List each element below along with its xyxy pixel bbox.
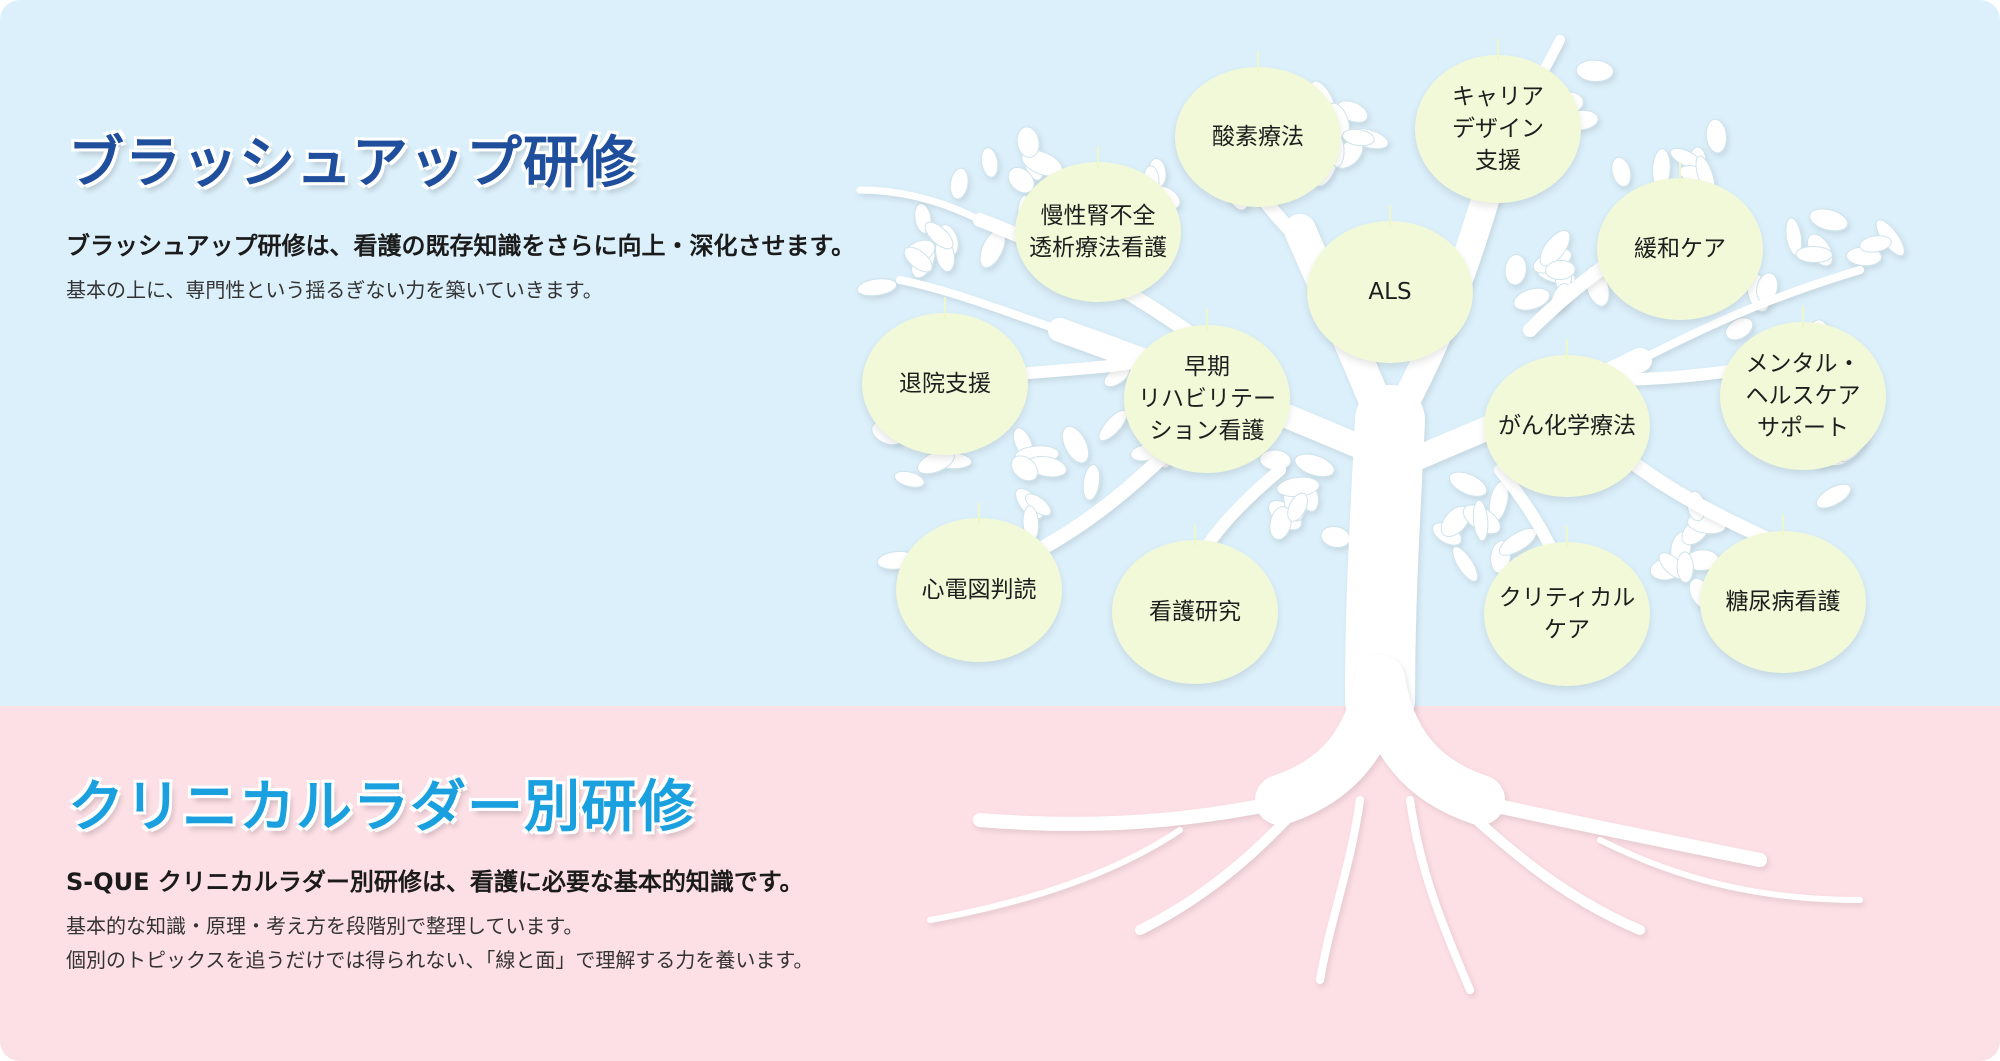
fruit-palliative-care[interactable]: 緩和ケア bbox=[1597, 178, 1763, 320]
leaf bbox=[924, 221, 954, 250]
clinical-ladder-description-1: 基本的な知識・原理・考え方を段階別で整理しています。 bbox=[66, 914, 584, 938]
clinical-ladder-lead: S-QUE クリニカルラダー別研修は、看護に必要な基本的知識です。 bbox=[66, 868, 804, 896]
brushup-description: 基本の上に、専門性という揺るぎない力を築いていきます。 bbox=[66, 278, 603, 302]
leaf bbox=[949, 167, 969, 200]
brushup-lead: ブラッシュアップ研修は、看護の既存知識をさらに向上・深化させます。 bbox=[66, 232, 856, 260]
fruit-cancer-chemotherapy[interactable]: がん化学療法 bbox=[1484, 355, 1650, 497]
leaf bbox=[1287, 492, 1309, 522]
leaf bbox=[1809, 208, 1849, 232]
leaf bbox=[1725, 317, 1754, 341]
leaf bbox=[1010, 455, 1039, 482]
clinical-ladder-description-2: 個別のトピックスを追うだけでは得られない、「線と面」で理解する力を養います。 bbox=[66, 948, 814, 972]
leaf bbox=[1016, 126, 1040, 158]
leaf bbox=[1452, 546, 1479, 582]
leaf bbox=[1320, 525, 1351, 549]
leaf bbox=[1061, 425, 1090, 464]
fruit-label: メンタル・ ヘルスケア サポート bbox=[1745, 351, 1861, 441]
leaf bbox=[1504, 254, 1527, 286]
fruit-label: 早期 リハビリテー ション看護 bbox=[1138, 354, 1276, 444]
fruit-dialysis-nursing[interactable]: 慢性腎不全 透析療法看護 bbox=[1015, 162, 1181, 302]
fruit-label: 心電図判読 bbox=[921, 577, 1037, 603]
leaf bbox=[894, 470, 925, 488]
fruit-als[interactable]: ALS bbox=[1307, 221, 1473, 363]
brushup-title: ブラッシュアップ研修 bbox=[68, 131, 637, 196]
fruit-label: 退院支援 bbox=[899, 371, 991, 397]
fruit-label: 看護研究 bbox=[1149, 599, 1241, 625]
fruit-label: 酸素療法 bbox=[1212, 124, 1304, 150]
leaf bbox=[1082, 464, 1101, 501]
leaf bbox=[1269, 506, 1292, 541]
leaf bbox=[1815, 483, 1852, 509]
fruit-nursing-research[interactable]: 看護研究 bbox=[1112, 540, 1278, 684]
fruit-label: クリティカル ケア bbox=[1498, 585, 1636, 643]
fruit-ecg-reading[interactable]: 心電図判読 bbox=[896, 518, 1062, 662]
leaf bbox=[1342, 128, 1375, 147]
tree-roots bbox=[927, 655, 1863, 994]
leaf bbox=[1705, 118, 1728, 154]
fruit-label: 緩和ケア bbox=[1634, 236, 1726, 262]
clinical-ladder-title: クリニカルラダー別研修 bbox=[68, 775, 695, 840]
clinical-ladder-panel bbox=[0, 706, 2000, 1061]
fruit-mental-healthcare[interactable]: メンタル・ ヘルスケア サポート bbox=[1720, 322, 1886, 470]
leaf bbox=[1676, 551, 1694, 583]
fruit-label: キャリア デザイン 支援 bbox=[1452, 84, 1544, 174]
leaf bbox=[1513, 287, 1551, 311]
leaf bbox=[1294, 453, 1335, 478]
leaf bbox=[1859, 235, 1892, 253]
fruit-oxygen-therapy[interactable]: 酸素療法 bbox=[1175, 67, 1341, 207]
leaf bbox=[980, 147, 999, 178]
fruit-diabetes-nursing[interactable]: 糖尿病看護 bbox=[1700, 531, 1866, 673]
fruit-label: 糖尿病看護 bbox=[1725, 589, 1841, 615]
fruit-critical-care[interactable]: クリティカル ケア bbox=[1484, 542, 1650, 686]
leaf bbox=[1545, 259, 1576, 281]
leaf bbox=[856, 278, 898, 297]
fruit-early-rehabilitation[interactable]: 早期 リハビリテー ション看護 bbox=[1124, 325, 1290, 473]
fruit-discharge-support[interactable]: 退院支援 bbox=[862, 313, 1028, 455]
leaf bbox=[1539, 229, 1571, 267]
leaf bbox=[903, 246, 933, 273]
leaf bbox=[1795, 245, 1833, 264]
fruit-label: 慢性腎不全 透析療法看護 bbox=[1029, 203, 1167, 261]
fruit-label: ALS bbox=[1368, 279, 1412, 305]
fruit-label: がん化学療法 bbox=[1498, 413, 1636, 439]
leaf bbox=[1448, 471, 1488, 497]
leaf bbox=[1575, 59, 1614, 83]
leaf bbox=[1472, 499, 1489, 542]
leaf bbox=[1611, 156, 1632, 187]
fruit-career-design[interactable]: キャリア デザイン 支援 bbox=[1415, 55, 1581, 203]
